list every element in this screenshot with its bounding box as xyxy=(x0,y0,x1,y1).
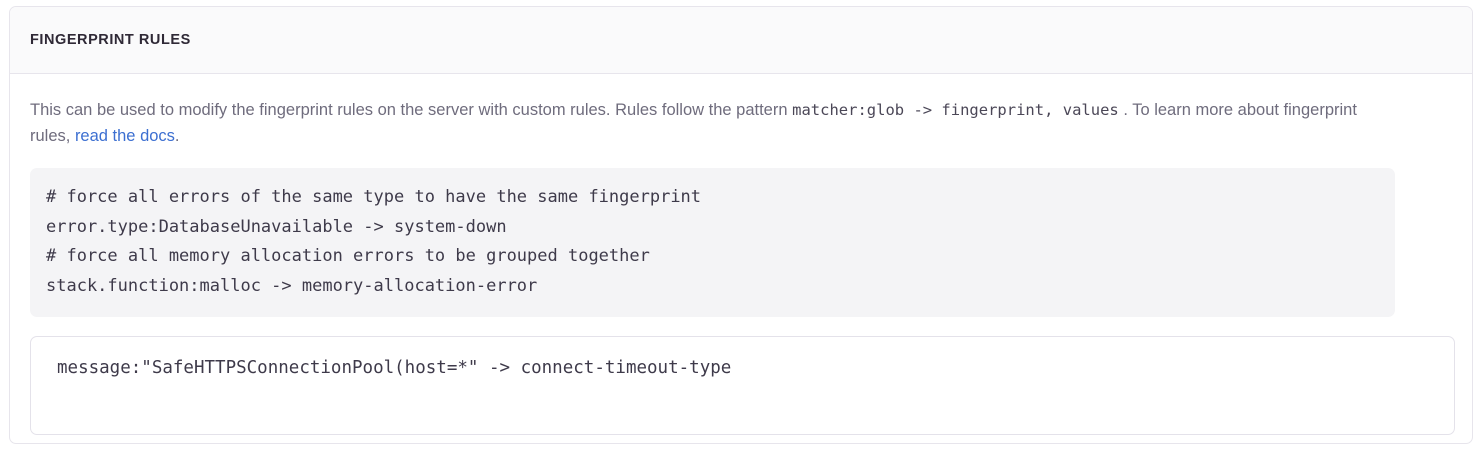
description-text: This can be used to modify the fingerpri… xyxy=(30,97,1385,149)
fingerprint-rules-input[interactable] xyxy=(30,336,1455,435)
inline-code-pattern: matcher:glob -> fingerprint, values xyxy=(792,101,1119,119)
description-part-2: . To learn more about fingerprint rules, xyxy=(30,101,1357,145)
description-part-3: . xyxy=(174,127,180,145)
description-part-1: This can be used to modify the fingerpri… xyxy=(30,101,793,119)
code-line: error.type:DatabaseUnavailable -> system… xyxy=(46,216,507,237)
panel-header: FINGERPRINT RULES xyxy=(10,7,1472,74)
code-line: # force all errors of the same type to h… xyxy=(46,187,702,207)
read-the-docs-link[interactable]: read the docs xyxy=(74,127,175,145)
example-code-block: # force all errors of the same type to h… xyxy=(30,168,1395,317)
fingerprint-rules-panel: FINGERPRINT RULES This can be used to mo… xyxy=(9,6,1473,444)
code-line: stack.function:malloc -> memory-allocati… xyxy=(46,275,538,296)
panel-body: This can be used to modify the fingerpri… xyxy=(10,74,1472,435)
page-title: FINGERPRINT RULES xyxy=(30,32,191,48)
code-line: # force all memory allocation errors to … xyxy=(46,246,650,266)
